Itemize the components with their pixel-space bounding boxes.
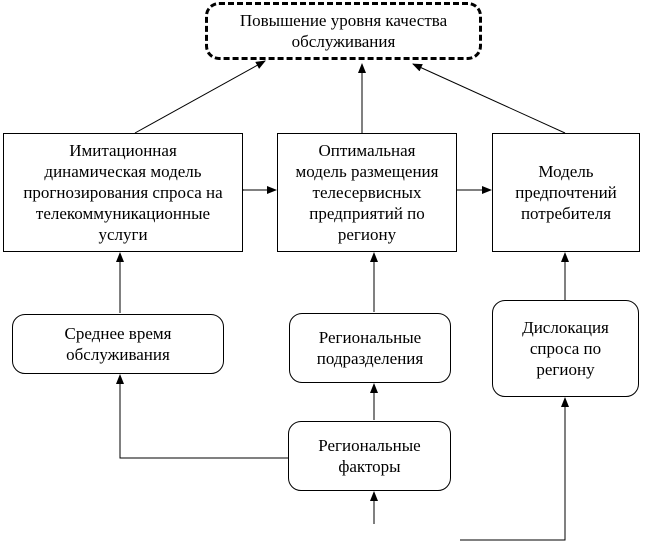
regional-units-box: Региональные подразделения [289, 313, 451, 383]
regional-factors-box: Региональные факторы [288, 421, 451, 491]
preference-model-box: Модель предпочтений потребителя [492, 133, 640, 252]
demand-location-label: Дислокация спроса по региону [522, 318, 609, 379]
demand-location-box: Дислокация спроса по региону [492, 300, 639, 397]
placement-model-label: Оптимальная модель размещения телесервис… [295, 141, 439, 244]
simulation-model-box: Имитационная динамическая модель прогноз… [3, 133, 243, 252]
arrow-simulation-to-goal [134, 60, 266, 134]
goal-box: Повышение уровня качества обслуживания [205, 2, 482, 60]
preference-model-label: Модель предпочтений потребителя [515, 162, 617, 223]
arrow-into-demand-location [460, 397, 569, 541]
regional-units-label: Региональные подразделения [316, 328, 424, 368]
regional-factors-label: Региональные факторы [318, 436, 421, 476]
avg-service-time-box: Среднее время обслуживания [12, 314, 224, 374]
goal-label: Повышение уровня качества обслуживания [239, 11, 448, 51]
avg-service-time-label: Среднее время обслуживания [64, 324, 172, 364]
arrow-factors-to-avgtime [116, 374, 288, 459]
simulation-model-label: Имитационная динамическая модель прогноз… [23, 141, 223, 244]
placement-model-box: Оптимальная модель размещения телесервис… [277, 133, 457, 252]
arrow-preference-to-goal [412, 63, 566, 134]
